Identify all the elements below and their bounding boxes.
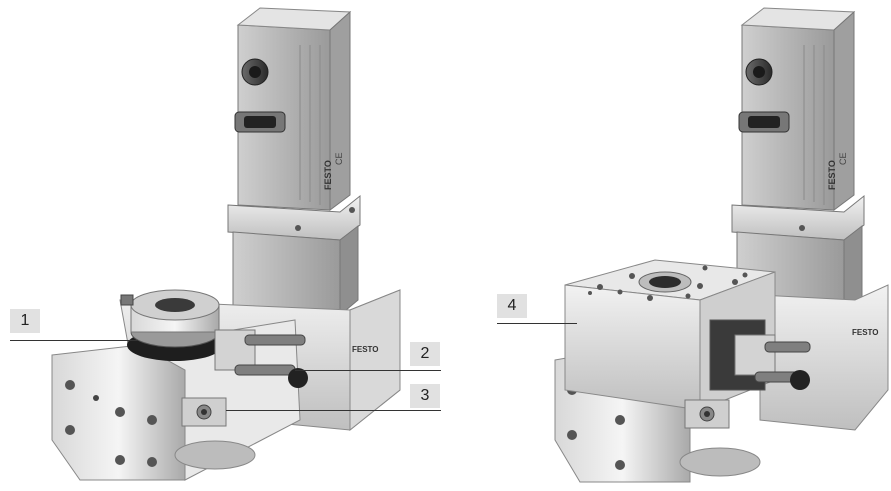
callout-3-leader — [226, 410, 441, 411]
callout-1-label: 1 — [20, 312, 30, 329]
callout-2: 2 — [410, 342, 440, 366]
right-motor-brand: FESTO — [827, 160, 837, 190]
callout-1-leader — [10, 340, 138, 341]
right-housing-brand: FESTO — [852, 328, 879, 337]
callout-3-label: 3 — [420, 387, 430, 404]
left-motor: FESTO CE — [227, 7, 361, 317]
left-base: FESTO — [51, 289, 401, 481]
callout-1: 1 — [10, 309, 40, 333]
left-actuator: FESTO CE FESTO — [51, 7, 401, 481]
callout-4-leader — [497, 323, 577, 324]
callout-4-label: 4 — [507, 297, 517, 314]
left-housing-brand: FESTO — [352, 345, 379, 354]
right-ce-mark: CE — [838, 152, 848, 165]
callout-2-label: 2 — [420, 345, 430, 362]
left-motor-brand: FESTO — [323, 160, 333, 190]
left-ce-mark: CE — [334, 152, 344, 165]
callout-2-leader — [295, 370, 441, 371]
callout-4: 4 — [497, 294, 527, 318]
right-motor: FESTO CE — [731, 7, 865, 317]
right-base: FESTO — [554, 259, 889, 483]
right-actuator: FESTO CE FESTO — [554, 7, 889, 483]
callout-3: 3 — [410, 384, 440, 408]
